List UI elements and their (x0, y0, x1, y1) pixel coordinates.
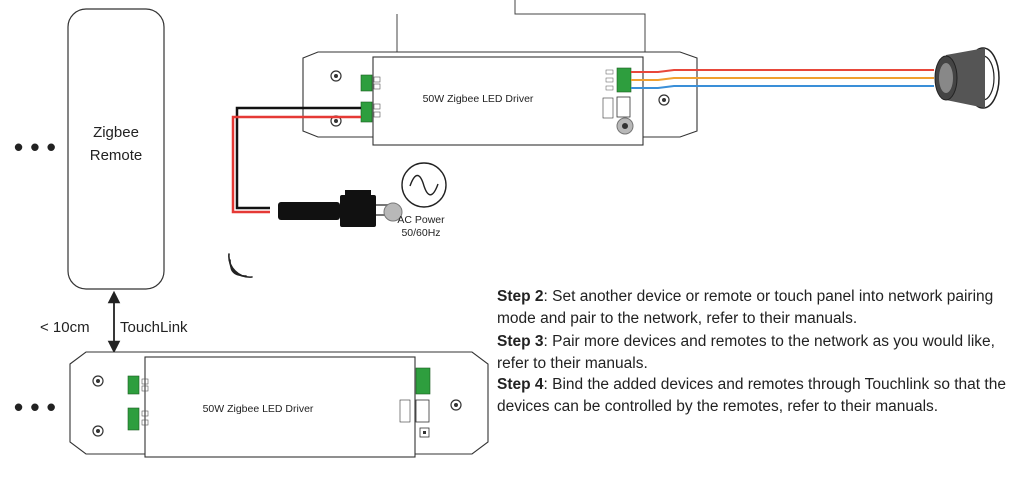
driver-bottom-label: 50W Zigbee LED Driver (203, 403, 314, 415)
step-3: Step 3: Pair more devices and remotes to… (497, 331, 1022, 374)
step-4-text: : Bind the added devices and remotes thr… (497, 376, 1006, 415)
driver-top-label: 50W Zigbee LED Driver (423, 93, 534, 105)
ac-power-line2: 50/60Hz (401, 227, 440, 239)
remote-label-line1: Zigbee (93, 124, 139, 141)
ellipsis-left-bottom: • • • (14, 392, 56, 422)
ac-input-wires (231, 106, 361, 214)
step-3-title: Step 3 (497, 333, 544, 350)
instructions: Step 2: Set another device or remote or … (497, 286, 1022, 417)
wireless-signal-icon (228, 253, 253, 278)
ac-power-line1: AC Power (397, 214, 445, 226)
led-driver-top: 50W Zigbee LED Driver (302, 51, 698, 146)
step-4: Step 4: Bind the added devices and remot… (497, 374, 1022, 417)
step-2-text: : Set another device or remote or touch … (497, 288, 994, 327)
remote-label-line2: Remote (90, 147, 143, 164)
step-2: Step 2: Set another device or remote or … (497, 286, 1022, 329)
zigbee-remote: Zigbee Remote (67, 8, 165, 290)
touchlink-label: TouchLink (120, 319, 188, 336)
led-driver-bottom: 50W Zigbee LED Driver (69, 351, 489, 458)
step-4-title: Step 4 (497, 376, 544, 393)
ac-power-source: AC Power 50/60Hz (397, 162, 447, 239)
ellipsis-left-top: • • • (14, 132, 56, 162)
step-2-title: Step 2 (497, 288, 544, 305)
step-3-text: : Pair more devices and remotes to the n… (497, 333, 995, 372)
downlight-icon (934, 47, 1000, 109)
touchlink-distance: < 10cm (40, 319, 90, 336)
ac-plug (278, 190, 403, 227)
output-wires (631, 69, 934, 89)
